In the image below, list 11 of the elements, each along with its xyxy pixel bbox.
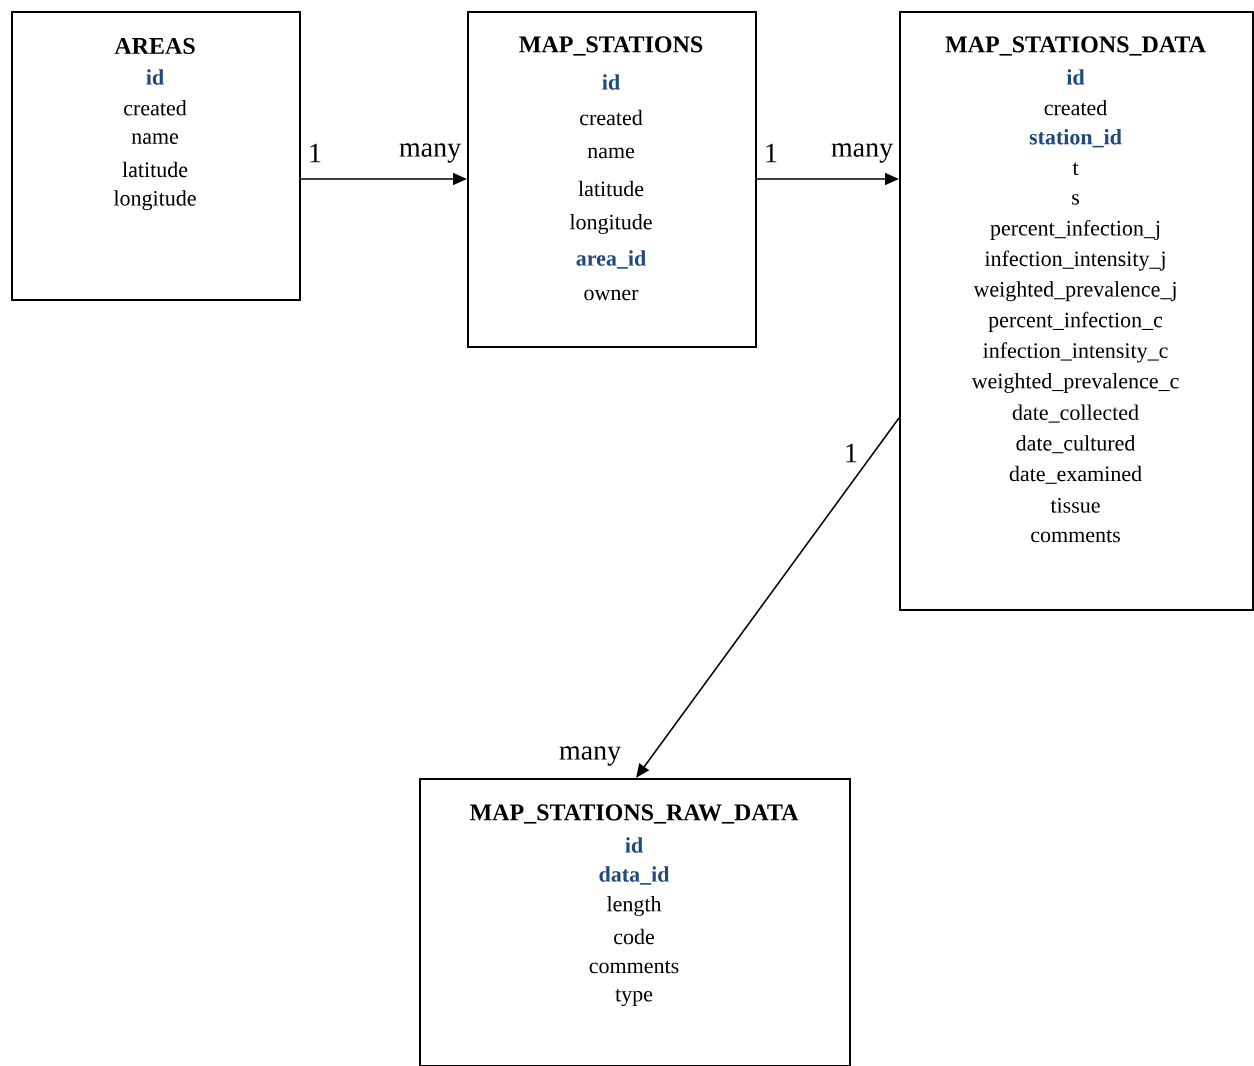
cardinality-label: 1 — [766, 143, 777, 163]
table-box: MAP_STATIONS id created name latitude longitude area_id owner — [467, 11, 757, 348]
cardinality-label: many — [831, 143, 893, 163]
table-box: AREAS id created name latitude longitude — [11, 11, 301, 301]
cardinality-label: many — [399, 143, 461, 163]
table-box: MAP_STATIONS_DATA id created station_id t s percent_infection_j infection_intensity_j weighted_prevalence_j percent_infection_c infection_intensity_c weighted_prevalence_c date_collected date_cultured date_examined tissue comments — [899, 11, 1254, 611]
cardinality-label: 1 — [846, 443, 857, 463]
arrow — [636, 417, 900, 778]
cardinality-label: many — [559, 746, 621, 766]
cardinality-label: 1 — [310, 143, 321, 163]
table-box: MAP_STATIONS_RAW_DATA id data_id length code comments type — [419, 778, 851, 1066]
